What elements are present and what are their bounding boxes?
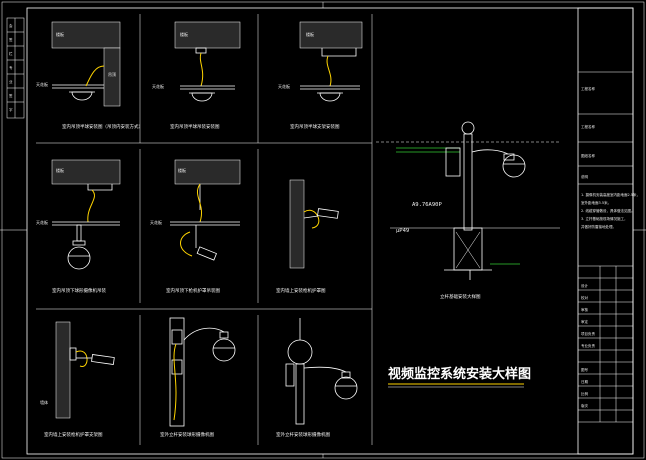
label-ceiling: 天花板 — [36, 81, 48, 87]
tb-row-label: 日期 — [581, 379, 589, 384]
tb-row-label: 专业负责 — [581, 343, 595, 348]
tb-notes-header: 说明 — [581, 174, 589, 179]
label-floor: 楼板 — [178, 167, 186, 173]
detail-bullet-wall-bracket: 墙体 室内墙上安装枪机护罩支架图 — [40, 321, 115, 438]
label-floor: 楼板 — [56, 31, 64, 37]
label-floor: 楼板 — [306, 31, 314, 37]
caption-detail-7: 室内墙上安装枪机护罩支架图 — [44, 431, 103, 438]
detail-dome-ceiling-recessed: 楼板 吊顶 天花板 室内吊顶半球安装图（吊顶内安装方式） — [36, 21, 143, 130]
left-signature-strip: 会 签 栏 专 业 签 字 — [6, 17, 25, 119]
label-wall: 墙体 — [40, 399, 48, 405]
label-ceiling: 天花板 — [278, 83, 290, 89]
caption-detail-8: 室外立杆安装球形摄像机图 — [160, 431, 214, 438]
caption-detail-2: 室内吊顶半球吊装安装图 — [170, 123, 220, 130]
label-ceiling: 天花板 — [36, 219, 48, 225]
strip-char: 业 — [9, 79, 13, 84]
label-ceiling: 天花板 — [150, 219, 162, 225]
label-floor: 楼板 — [180, 31, 188, 37]
strip-char: 会 — [9, 23, 13, 28]
tb-project-name: 工程名称 — [581, 86, 595, 91]
label-ceiling: 天花板 — [152, 83, 164, 89]
strip-char: 签 — [9, 37, 13, 42]
caption-detail-5: 室内吊顶下枪机护罩吊装图 — [166, 287, 220, 294]
label-floor: 楼板 — [56, 167, 64, 173]
detail-bullet-wall-mount: 室内墙上安装枪机护罩图 — [276, 179, 339, 294]
tb-row-label: 校对 — [581, 295, 589, 300]
tb-drawing-name: 图纸名称 — [581, 153, 595, 158]
detail-dome-ceiling-bracket: 楼板 天花板 室内吊顶半球支架安装图 — [278, 21, 363, 130]
caption-detail-6: 室内墙上安装枪机护罩图 — [276, 287, 326, 294]
tb-project-name-2: 工程名称 — [581, 124, 595, 129]
caption-detail-3: 室内吊顶半球支架安装图 — [290, 123, 340, 130]
tb-note: 室外距地面3.5米。 — [581, 200, 611, 205]
drawing-title: 视频监控系统安装大样图 — [388, 366, 531, 382]
dim-top-note: A9.76A90P — [412, 202, 442, 208]
strip-char: 签 — [9, 93, 13, 98]
detail-ptz-pole-arm: 室外立杆安装球形摄像机图 — [276, 318, 358, 438]
caption-detail-9: 室外立杆安装球形摄像机图 — [276, 431, 330, 438]
caption-detail-10: 立杆基础安装大样图 — [440, 293, 481, 300]
detail-bullet-ceiling-hung: 楼板 天花板 室内吊顶下枪机护罩吊装图 — [150, 159, 241, 294]
tb-row-label: 审定 — [581, 319, 589, 324]
tb-row-label: 版次 — [581, 403, 589, 408]
caption-detail-4: 室内吊顶下球形摄像机吊装 — [52, 287, 106, 294]
detail-ptz-pole-bracket: 室外立杆安装球形摄像机图 — [160, 317, 236, 438]
dim-base-note: μP49 — [396, 228, 409, 234]
tb-row-label: 项目负责 — [581, 331, 595, 336]
strip-char: 栏 — [9, 51, 13, 56]
tb-row-label: 图号 — [581, 367, 589, 372]
tb-note: 3. 立杆基础按现场情况施工， — [581, 216, 627, 221]
tb-row-label: 设计 — [581, 283, 589, 288]
label-ceiling-void: 吊顶 — [108, 72, 116, 77]
tb-note: 并做好防雷接地处理。 — [581, 224, 616, 229]
detail-ptz-pendant-mount: 楼板 天花板 室内吊顶下球形摄像机吊装 — [36, 159, 121, 294]
title-block: 工程名称 工程名称 图纸名称 说明 1. 摄像机安装高度室内距地面2.5米， 室… — [577, 7, 640, 455]
strip-char: 字 — [9, 107, 13, 112]
tb-row-label: 审核 — [581, 307, 589, 312]
detail-dome-ceiling-hung: 楼板 天花板 室内吊顶半球吊装安装图 — [152, 21, 241, 130]
tb-note: 2. 线缆穿管敷设，具体做法见图。 — [581, 208, 634, 213]
tb-row-label: 比例 — [581, 391, 589, 396]
detail-grid — [36, 14, 373, 445]
strip-char: 专 — [9, 65, 13, 70]
tb-note: 1. 摄像机安装高度室内距地面2.5米， — [581, 192, 640, 197]
caption-detail-1: 室内吊顶半球安装图（吊顶内安装方式） — [62, 123, 143, 130]
detail-pole-foundation: A9.76A90P μP49 立杆基础安装大样图 — [376, 121, 560, 300]
